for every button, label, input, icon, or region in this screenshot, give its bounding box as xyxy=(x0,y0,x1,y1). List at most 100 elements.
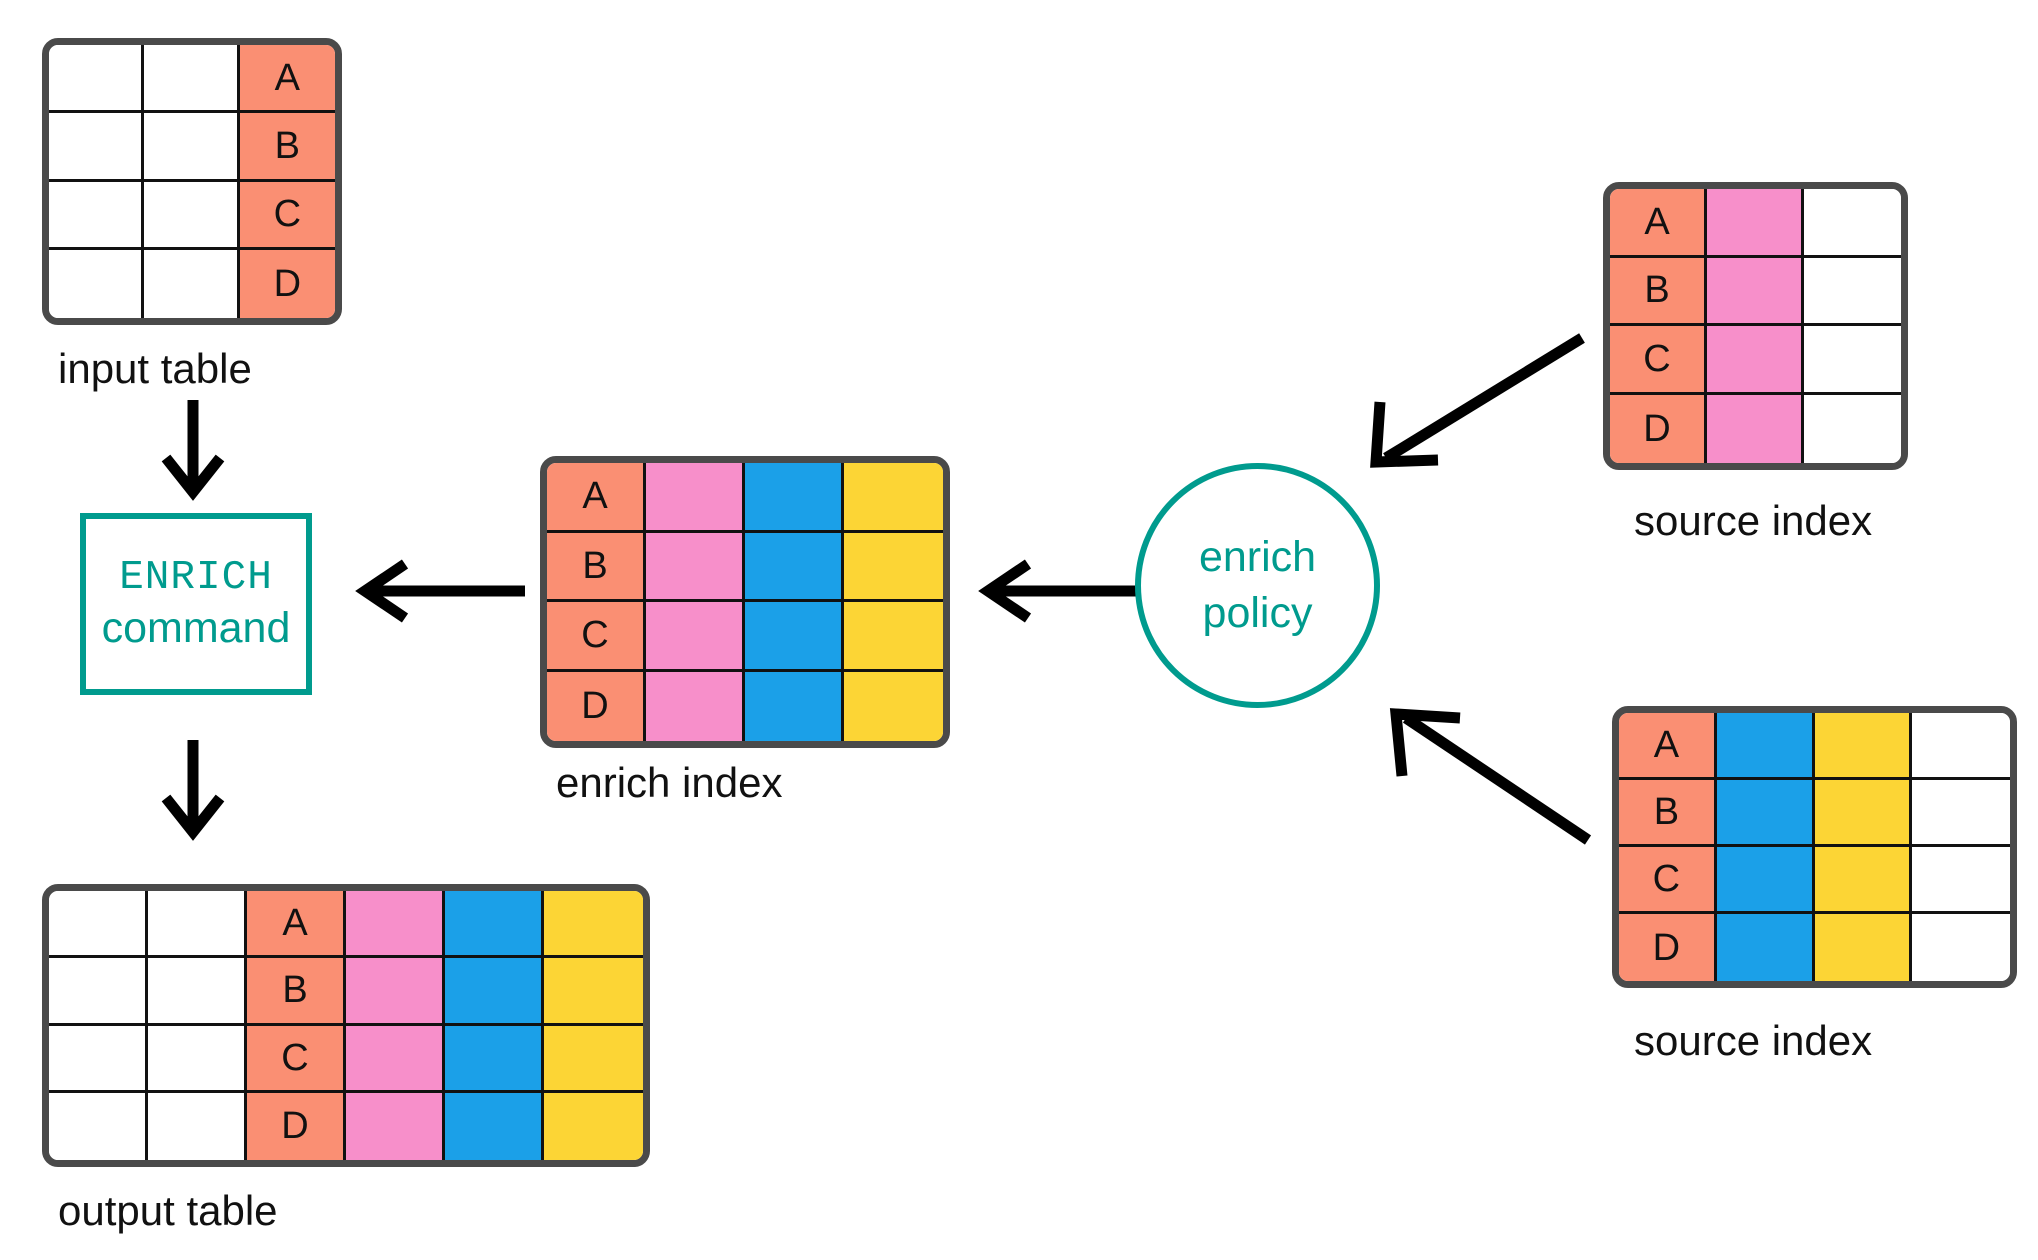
table-cell xyxy=(144,113,240,182)
enrich-policy-line2: policy xyxy=(1202,588,1313,637)
table-cell xyxy=(646,602,745,672)
enrich-policy-line1: enrich xyxy=(1198,533,1317,582)
table-cell xyxy=(1716,713,1815,780)
table-cell xyxy=(1707,189,1804,258)
table-cell xyxy=(1912,780,2010,847)
table-cell-key-c: C xyxy=(547,602,646,672)
table-cell-key-b: B xyxy=(247,958,346,1026)
arrow-source-index-bottom-to-policy xyxy=(1389,708,1592,845)
table-cell xyxy=(49,958,148,1026)
table-cell xyxy=(346,891,445,959)
table-cell xyxy=(745,532,844,602)
output-table-caption: output table xyxy=(58,1187,278,1234)
table-cell-key-d: D xyxy=(239,249,335,318)
arrow-source-index-top-to-policy xyxy=(1370,333,1585,468)
table-cell-key-b: B xyxy=(547,532,646,602)
table-cell-key-c: C xyxy=(1610,326,1707,395)
table-cell-key-d: D xyxy=(547,671,646,741)
table-cell xyxy=(844,602,943,672)
table-cell-key-a: A xyxy=(1619,713,1717,780)
table-cell xyxy=(445,1092,544,1160)
table-cell xyxy=(148,891,247,959)
table-cell xyxy=(745,463,844,533)
enrich-command-box[interactable]: ENRICH command xyxy=(80,513,312,695)
table-cell xyxy=(1804,257,1901,326)
table-cell xyxy=(445,958,544,1026)
arrow-enrich-index-to-command xyxy=(355,559,525,623)
table-cell xyxy=(346,1025,445,1093)
table-cell-key-a: A xyxy=(547,463,646,533)
table-cell xyxy=(544,958,643,1026)
table-cell-key-d: D xyxy=(1619,914,1717,981)
enrich-command-keyword: ENRICH xyxy=(119,555,273,602)
table-cell xyxy=(1707,257,1804,326)
source-index-bottom-caption: source index xyxy=(1634,1017,1873,1064)
table-cell xyxy=(1814,847,1913,914)
table-cell xyxy=(1814,914,1913,981)
table-cell xyxy=(646,532,745,602)
table-cell xyxy=(49,249,145,318)
input-table-caption: input table xyxy=(58,345,252,392)
table-cell xyxy=(1707,326,1804,395)
table-cell-key-d: D xyxy=(247,1092,346,1160)
table-cell xyxy=(148,1025,247,1093)
table-cell-key-a: A xyxy=(1610,189,1707,258)
table-cell xyxy=(49,1025,148,1093)
table-cell xyxy=(1716,847,1815,914)
table-cell xyxy=(844,532,943,602)
table-cell xyxy=(544,1025,643,1093)
table-cell xyxy=(49,1092,148,1160)
table-cell xyxy=(1804,326,1901,395)
table-cell xyxy=(1912,847,2010,914)
table-cell xyxy=(1912,713,2010,780)
table-cell-key-c: C xyxy=(247,1025,346,1093)
table-cell xyxy=(544,891,643,959)
arrow-policy-to-enrich-index xyxy=(978,559,1138,623)
table-cell xyxy=(346,1092,445,1160)
table-cell-key-b: B xyxy=(1610,257,1707,326)
table-cell-key-a: A xyxy=(239,45,335,114)
table-cell xyxy=(745,671,844,741)
table-cell xyxy=(1912,914,2010,981)
table-cell xyxy=(346,958,445,1026)
table-cell-key-c: C xyxy=(239,181,335,250)
table-cell xyxy=(144,45,240,114)
table-cell xyxy=(544,1092,643,1160)
table-cell xyxy=(1814,780,1913,847)
table-cell xyxy=(844,671,943,741)
arrow-input-to-command xyxy=(161,400,225,501)
table-cell xyxy=(1707,394,1804,463)
arrow-command-to-output xyxy=(161,740,225,841)
table-cell-key-d: D xyxy=(1610,394,1707,463)
table-cell xyxy=(1804,394,1901,463)
source-index-top-caption: source index xyxy=(1634,497,1873,544)
table-cell xyxy=(144,249,240,318)
table-cell xyxy=(844,463,943,533)
table-cell xyxy=(1804,189,1901,258)
table-cell-key-a: A xyxy=(247,891,346,959)
table-cell xyxy=(745,602,844,672)
table-cell xyxy=(49,45,145,114)
enrich-command-word: command xyxy=(101,603,291,652)
table-cell xyxy=(646,463,745,533)
table-cell xyxy=(1716,780,1815,847)
table-cell xyxy=(646,671,745,741)
enrich-policy-circle[interactable]: enrich policy xyxy=(1135,463,1380,708)
table-cell xyxy=(445,891,544,959)
table-cell xyxy=(148,1092,247,1160)
table-cell xyxy=(445,1025,544,1093)
table-cell-key-b: B xyxy=(1619,780,1717,847)
table-cell xyxy=(1814,713,1913,780)
table-cell xyxy=(148,958,247,1026)
table-cell xyxy=(144,181,240,250)
table-cell-key-c: C xyxy=(1619,847,1717,914)
enrich-index-caption: enrich index xyxy=(556,759,783,806)
table-cell xyxy=(1716,914,1815,981)
table-cell-key-b: B xyxy=(239,113,335,182)
